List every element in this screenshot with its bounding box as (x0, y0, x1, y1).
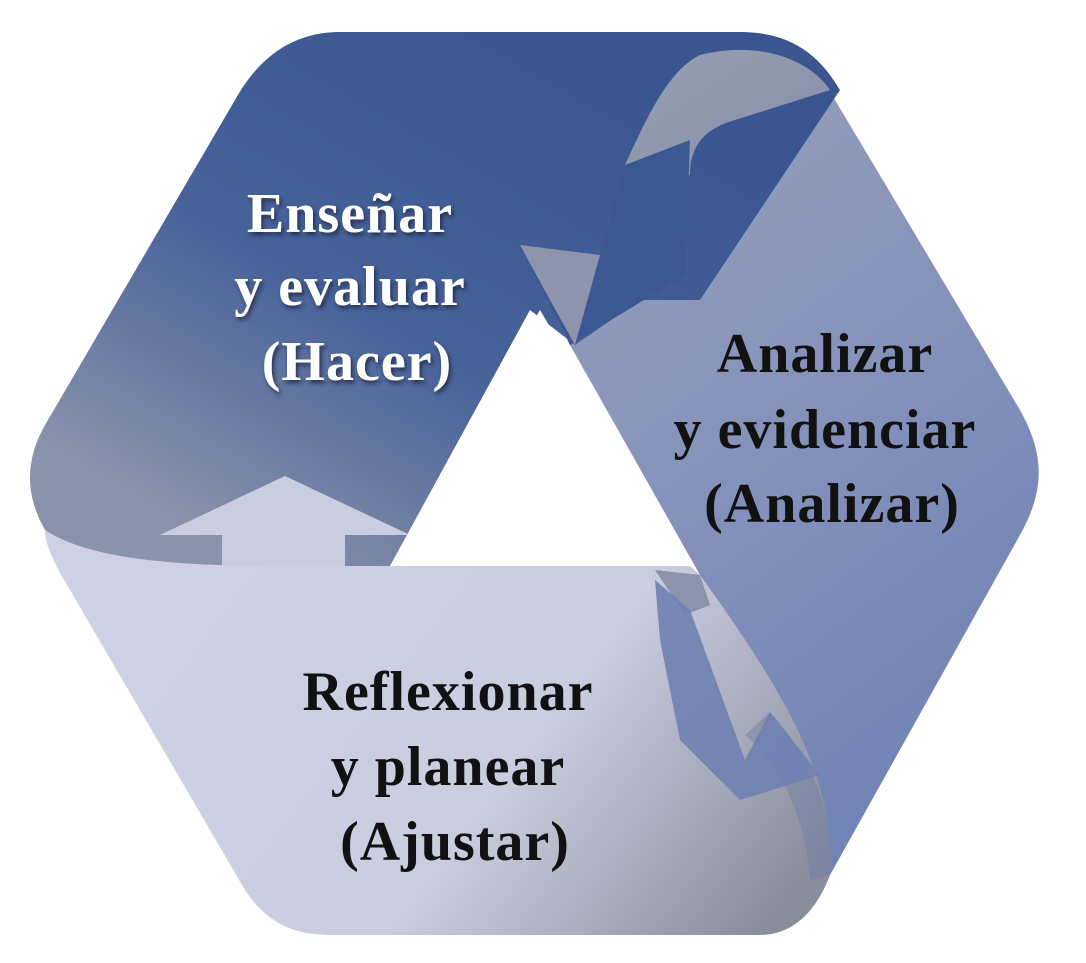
analyze-label: Analizar y evidenciar (Analizar) (674, 323, 991, 535)
reflect-label-line-2: y planear (331, 736, 565, 798)
analyze-label-line-3: (Analizar) (704, 473, 960, 535)
analyze-arrow-curl (655, 570, 710, 615)
teach-label: Enseñar y evaluar (Hacer) (234, 183, 479, 393)
center-triangle (390, 310, 690, 566)
analyze-label-line-2: y evidenciar (674, 399, 976, 461)
teach-label-line-3: (Hacer) (262, 331, 452, 393)
reflect-label-line-3: (Ajustar) (340, 811, 570, 873)
reflect-band (45, 530, 831, 935)
analyze-arrow-head (655, 580, 820, 800)
teach-label-line-2: y evaluar (234, 256, 464, 318)
reflect-label-line-1: Reflexionar (303, 661, 593, 723)
reflect-label: Reflexionar y planear (Ajustar) (303, 661, 608, 873)
reflect-arrow-head (160, 476, 410, 566)
teach-arrow-fold (520, 245, 600, 345)
teach-label-line-1: Enseñar (247, 183, 452, 245)
analyze-label-line-1: Analizar (717, 323, 932, 385)
